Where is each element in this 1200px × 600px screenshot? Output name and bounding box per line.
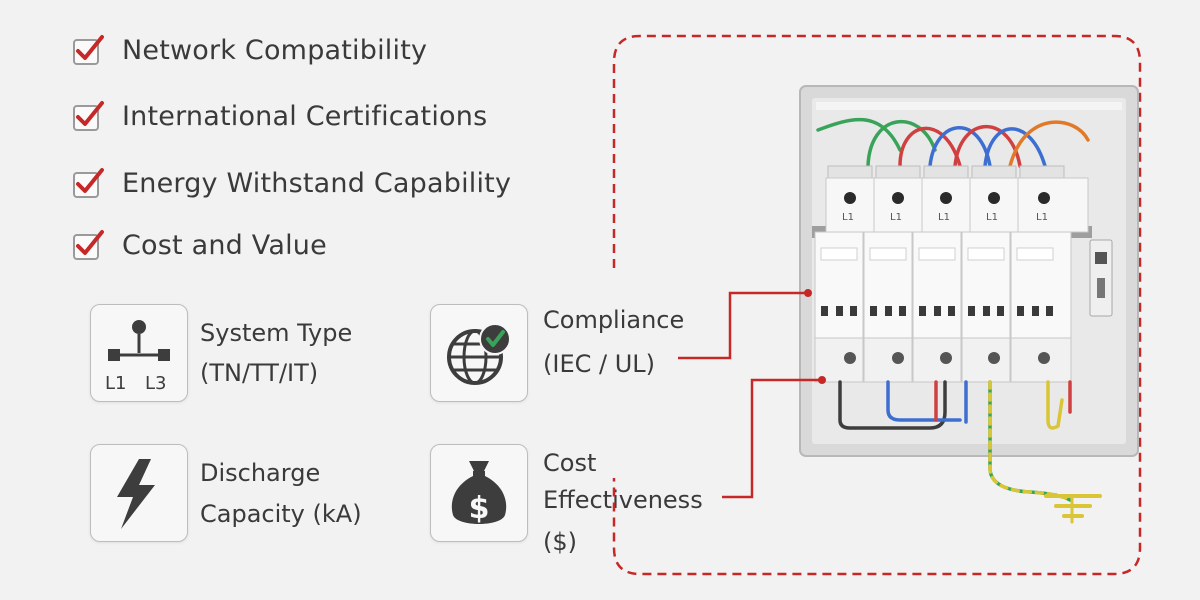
cost-symbol-text: ($)	[543, 528, 577, 556]
callout-dot-compliance	[804, 289, 812, 297]
icon-label-l3: L3	[145, 373, 166, 394]
checklist-label: International Certifications	[122, 100, 488, 132]
checklist-label: Network Compatibility	[122, 34, 428, 66]
bottom-wires	[838, 380, 1072, 502]
checkbox-checked-icon	[72, 101, 104, 131]
compliance-title: Compliance	[543, 306, 685, 334]
discharge-card	[90, 444, 188, 542]
checklist-item-cost: Cost and Value	[72, 225, 327, 265]
module-label: L1	[938, 212, 950, 223]
money-bag-icon: $	[451, 461, 507, 526]
callout-compliance	[678, 291, 808, 360]
system-type-subtitle: (TN/TT/IT)	[200, 359, 319, 387]
callout-lines	[678, 291, 822, 499]
icon-label-l1: L1	[105, 373, 126, 394]
checklist-label: Cost and Value	[122, 229, 327, 261]
remote-signal-module	[1089, 239, 1113, 317]
module-label: L1	[890, 212, 902, 223]
checkbox-checked-icon	[72, 168, 104, 198]
globe-check-icon	[447, 323, 511, 385]
dollar-symbol: $	[469, 491, 490, 526]
module-label: L1	[986, 212, 998, 223]
system-type-title: System Type	[200, 319, 353, 347]
network-diagram-icon: L1 L3	[105, 320, 170, 394]
discharge-title: Discharge	[200, 459, 321, 487]
dashed-frame	[612, 34, 1142, 576]
cost-subtitle: Effectiveness	[543, 486, 703, 514]
checklist-label: Energy Withstand Capability	[122, 167, 512, 199]
spd-module-2: L1	[863, 165, 923, 383]
top-wires	[816, 117, 1090, 168]
compliance-card	[430, 304, 528, 402]
discharge-subtitle: Capacity (kA)	[200, 500, 362, 528]
checkbox-checked-icon	[72, 35, 104, 65]
module-label: L1	[1036, 212, 1048, 223]
checklist-item-certifications: International Certifications	[72, 96, 487, 136]
spd-module-3: L1	[912, 165, 971, 383]
spd-module-5: L1	[1010, 165, 1089, 383]
checklist-item-network: Network Compatibility	[72, 30, 427, 70]
callout-dot-cost	[818, 376, 826, 384]
checklist-item-energy: Energy Withstand Capability	[72, 163, 511, 203]
compliance-subtitle: (IEC / UL)	[543, 350, 656, 378]
ground-symbol-icon	[1044, 494, 1102, 524]
lightning-bolt-icon	[117, 459, 155, 529]
checkbox-checked-icon	[72, 230, 104, 260]
callout-cost	[722, 378, 822, 499]
spd-module-1: L1	[814, 165, 875, 383]
cost-card: $	[430, 444, 528, 542]
module-label: L1	[842, 212, 854, 223]
cost-title: Cost	[543, 449, 597, 477]
spd-module-4: L1	[961, 165, 1019, 383]
system-type-card: L1 L3	[90, 304, 188, 402]
